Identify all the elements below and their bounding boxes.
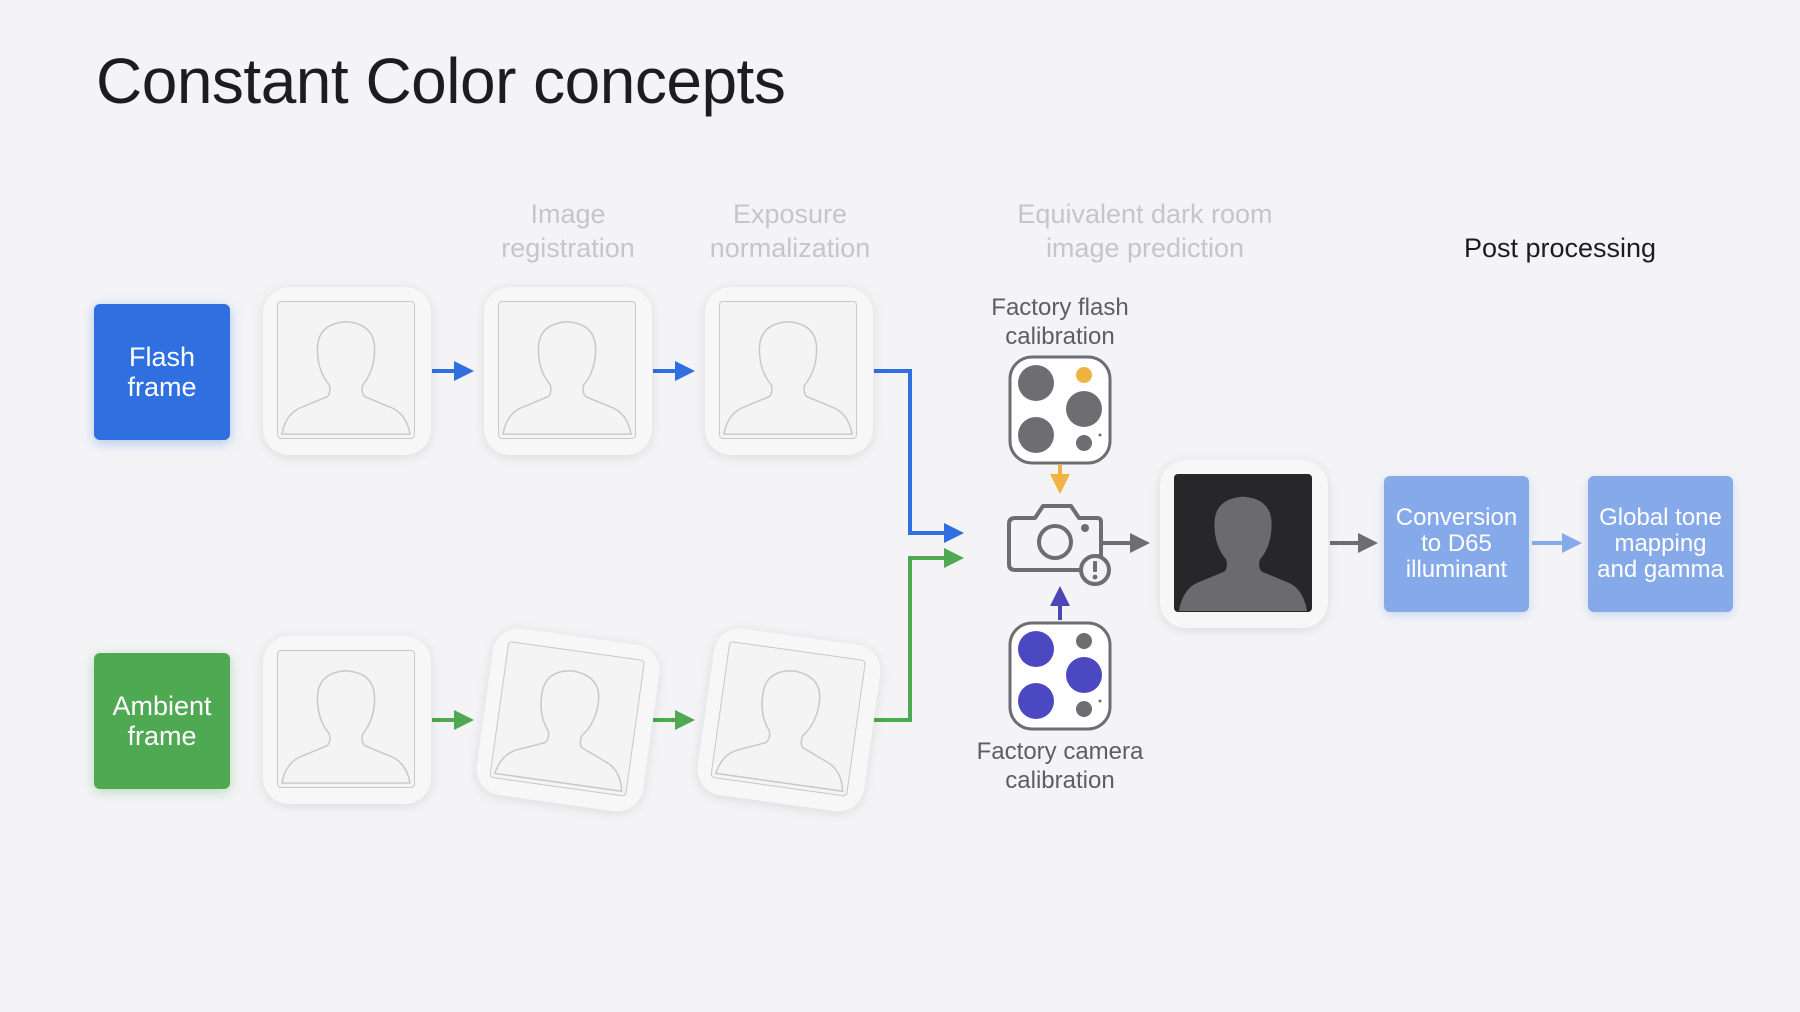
arrow-flash-to-camera	[874, 369, 964, 543]
person-silhouette-icon	[281, 320, 411, 435]
person-silhouette-dark-icon	[1178, 496, 1308, 611]
result-image-tile	[1160, 460, 1328, 628]
ambient-frame-label: Ambient frame	[112, 691, 212, 751]
ambient-normalized-tile	[694, 625, 884, 815]
person-silhouette-icon	[502, 320, 632, 435]
conversion-d65-label: Conversion to D65 illuminant	[1395, 504, 1518, 583]
flash-registered-tile	[484, 287, 652, 455]
flash-frame-label: Flash frame	[127, 342, 197, 402]
stage-label-dark-room-prediction: Equivalent dark room image prediction	[1017, 199, 1273, 263]
ambient-frame-box: Ambient frame	[94, 653, 230, 789]
camera-module-lenses-icon	[1008, 621, 1112, 731]
arrow-ambient-to-camera	[874, 548, 964, 722]
stage-label-exposure-normalization: Exposure normalization	[709, 199, 871, 263]
conversion-d65-box: Conversion to D65 illuminant	[1384, 476, 1529, 612]
person-silhouette-icon	[493, 670, 623, 793]
camera-calibration-label: Factory camera calibration	[976, 738, 1144, 794]
flash-frame-box: Flash frame	[94, 304, 230, 440]
ambient-registered-tile	[473, 625, 663, 815]
flash-original-tile	[263, 287, 431, 455]
tone-mapping-box: Global tone mapping and gamma	[1588, 476, 1733, 612]
page-title: Constant Color concepts	[96, 45, 786, 117]
person-silhouette-icon	[281, 669, 411, 784]
camera-warning-icon	[1007, 504, 1111, 586]
camera-module-flash-icon	[1008, 355, 1112, 465]
person-silhouette-icon	[714, 670, 844, 793]
stage-label-post-processing: Post processing	[1463, 233, 1657, 263]
ambient-original-tile	[263, 636, 431, 804]
stage-label-image-registration: Image registration	[501, 199, 635, 263]
flash-calibration-label: Factory flash calibration	[991, 294, 1129, 350]
person-silhouette-icon	[723, 320, 853, 435]
flash-normalized-tile	[705, 287, 873, 455]
tone-mapping-label: Global tone mapping and gamma	[1597, 504, 1724, 583]
